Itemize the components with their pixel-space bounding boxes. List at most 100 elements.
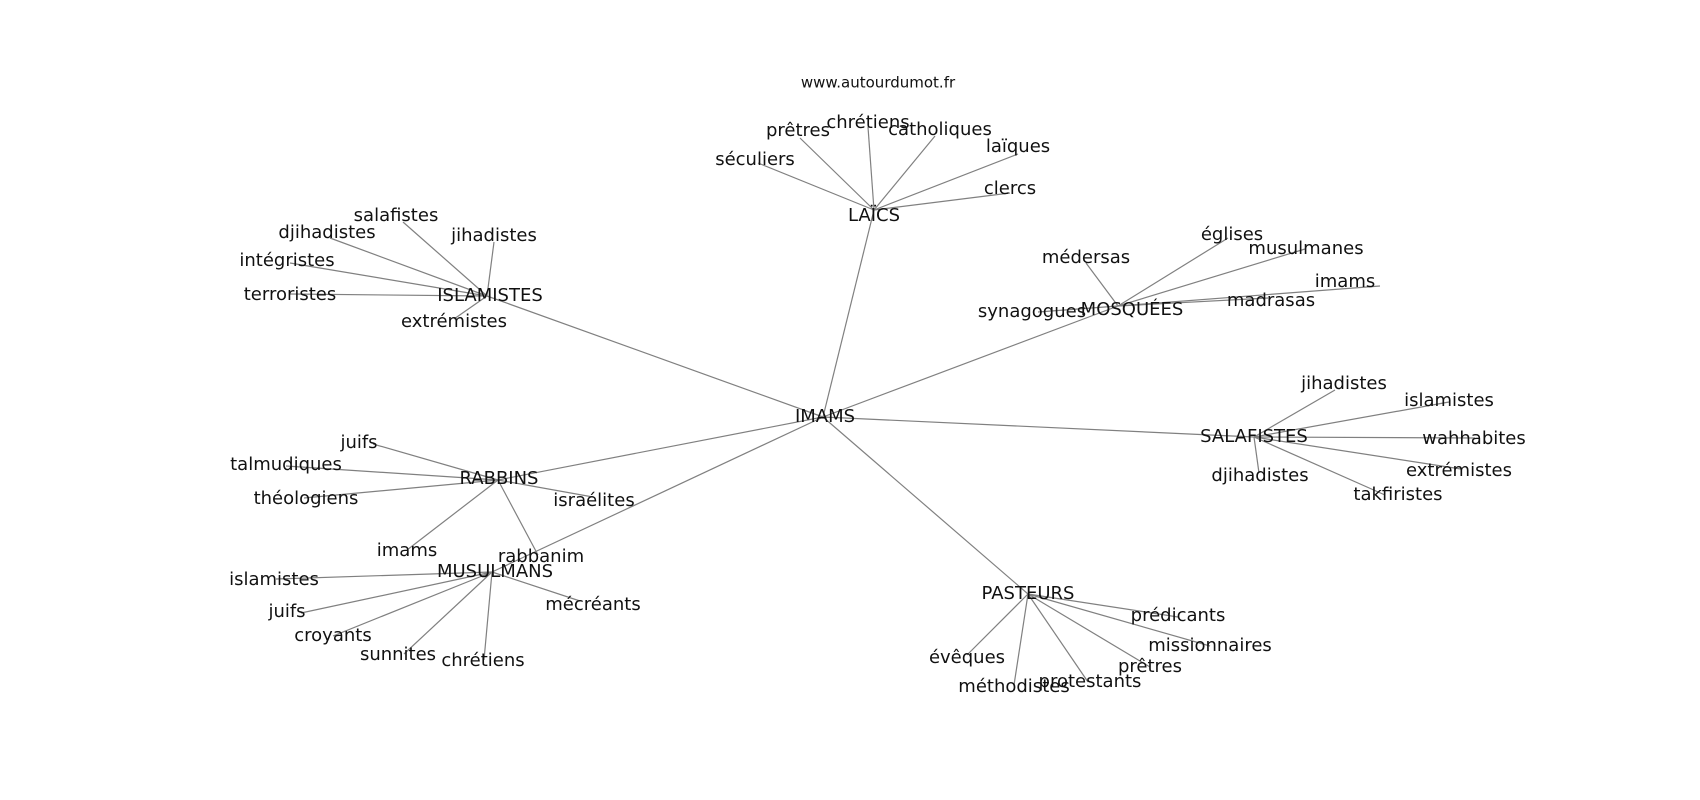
edge-musulmans-croyants [332, 571, 493, 637]
hub-node-islamistes[interactable]: ISLAMISTES [437, 285, 543, 306]
edge-mosquees-eglises [1117, 237, 1229, 307]
node-pasteurs-methodistes[interactable]: méthodistes [958, 676, 1069, 697]
edge-salafistes-jihadistes [1253, 389, 1336, 438]
hub-node-pasteurs[interactable]: PASTEURS [982, 583, 1075, 604]
edge-salafistes-islamistes [1253, 401, 1450, 438]
edge-rabbins-rabbanim [497, 479, 539, 556]
node-salafistes-wahhabites[interactable]: wahhabites [1422, 428, 1526, 449]
edge-mosquees-imams [1117, 285, 1381, 307]
edge-salafistes-takfiristes [1253, 436, 1386, 496]
node-rabbins-israelites[interactable]: israélites [553, 490, 634, 511]
node-islamistes-integristes[interactable]: intégristes [239, 250, 334, 271]
source-watermark[interactable]: www.autourdumot.fr [801, 74, 956, 92]
edge-pasteurs-methodistes [1013, 593, 1029, 686]
node-musulmans-chretiens[interactable]: chrétiens [441, 650, 524, 671]
node-laics-chretiens[interactable]: chrétiens [826, 112, 909, 133]
hub-node-salafistes[interactable]: SALAFISTES [1200, 426, 1308, 447]
node-mosquees-synagogues[interactable]: synagogues [978, 301, 1086, 322]
node-islamistes-terroristes[interactable]: terroristes [244, 284, 337, 305]
center-node-imams[interactable]: IMAMS [795, 406, 855, 427]
edge-pasteurs-missionnaires [1027, 593, 1211, 647]
hub-node-laics[interactable]: LAÏCS [848, 205, 900, 226]
hub-node-musulmans[interactable]: MUSULMANS [437, 561, 553, 582]
hub-node-mosquees[interactable]: MOSQUÉES [1081, 298, 1184, 320]
node-islamistes-extremistes[interactable]: extrémistes [401, 311, 507, 332]
node-laics-clercs[interactable]: clercs [984, 178, 1036, 199]
edge-rabbins-imams [406, 479, 499, 551]
node-rabbins-theologiens[interactable]: théologiens [254, 488, 359, 509]
graph-edges [275, 126, 1476, 686]
edge-salafistes-extremistes [1253, 436, 1462, 470]
edge-islamistes-djihadistes [329, 237, 488, 297]
node-musulmans-mecreants[interactable]: mécréants [545, 594, 640, 615]
edge-pasteurs-predicants [1027, 593, 1179, 618]
edge-laics-catholiques [873, 135, 936, 211]
node-pasteurs-eveques[interactable]: évêques [929, 647, 1005, 668]
graph-labels: séculiersprêtreschrétienscatholiqueslaïq… [229, 112, 1526, 697]
edge-imams-islamistes [486, 295, 824, 418]
edge-imams-pasteurs [822, 416, 1029, 595]
node-musulmans-juifs[interactable]: juifs [267, 601, 305, 622]
edge-salafistes-wahhabites [1253, 436, 1476, 439]
edge-musulmans-mecreants [491, 571, 581, 602]
edge-laics-seculiers [757, 162, 875, 211]
edge-musulmans-islamistes [275, 571, 493, 580]
node-musulmans-croyants[interactable]: croyants [294, 625, 371, 646]
node-laics-pretres[interactable]: prêtres [766, 120, 830, 141]
edge-mosquees-synagogues [1037, 305, 1119, 313]
node-salafistes-islamistes[interactable]: islamistes [1404, 390, 1494, 411]
node-rabbins-talmudiques[interactable]: talmudiques [230, 454, 342, 475]
node-musulmans-islamistes[interactable]: islamistes [229, 569, 319, 590]
node-mosquees-musulmanes[interactable]: musulmanes [1248, 238, 1363, 259]
edge-pasteurs-eveques [966, 593, 1029, 656]
node-islamistes-jihadistes[interactable]: jihadistes [450, 225, 537, 246]
node-rabbins-imams[interactable]: imams [377, 540, 437, 561]
node-musulmans-sunnites[interactable]: sunnites [360, 644, 436, 665]
node-mosquees-imams[interactable]: imams [1315, 271, 1375, 292]
edge-rabbins-israelites [497, 479, 594, 498]
edge-musulmans-sunnites [403, 571, 493, 655]
node-salafistes-djihadistes[interactable]: djihadistes [1211, 465, 1308, 486]
edge-laics-clercs [873, 192, 1011, 211]
node-laics-laiques[interactable]: laïques [986, 136, 1050, 157]
hub-node-rabbins[interactable]: RABBINS [460, 468, 539, 489]
node-pasteurs-missionnaires[interactable]: missionnaires [1148, 635, 1272, 656]
edge-imams-musulmans [491, 416, 824, 573]
node-pasteurs-pretres[interactable]: prêtres [1118, 656, 1182, 677]
edge-rabbins-juifs [372, 443, 499, 481]
node-islamistes-djihadistes[interactable]: djihadistes [278, 222, 375, 243]
node-mosquees-medersas[interactable]: médersas [1042, 247, 1130, 268]
edge-laics-chretiens [867, 126, 875, 211]
edge-mosquees-medersas [1085, 262, 1119, 307]
edge-laics-laiques [873, 153, 1019, 211]
edge-laics-pretres [799, 137, 875, 211]
node-pasteurs-predicants[interactable]: prédicants [1131, 605, 1226, 626]
edge-imams-laics [822, 209, 875, 418]
node-rabbins-rabbanim[interactable]: rabbanim [498, 546, 584, 567]
edge-islamistes-salafistes [402, 221, 488, 297]
edge-islamistes-terroristes [289, 293, 488, 297]
edge-islamistes-extremistes [453, 295, 488, 320]
edge-pasteurs-protestants [1027, 593, 1089, 683]
node-laics-seculiers[interactable]: séculiers [715, 149, 795, 170]
node-salafistes-jihadistes[interactable]: jihadistes [1300, 373, 1387, 394]
edge-imams-rabbins [497, 416, 824, 481]
node-laics-catholiques[interactable]: catholiques [888, 119, 992, 140]
edge-pasteurs-pretres [1027, 593, 1151, 668]
edge-islamistes-integristes [289, 262, 488, 297]
node-islamistes-salafistes[interactable]: salafistes [354, 205, 439, 226]
edge-musulmans-chretiens [483, 571, 493, 661]
node-salafistes-extremistes[interactable]: extrémistes [1406, 460, 1512, 481]
edge-rabbins-talmudiques [285, 465, 499, 481]
node-salafistes-takfiristes[interactable]: takfiristes [1353, 484, 1442, 505]
node-mosquees-eglises[interactable]: églises [1201, 224, 1263, 245]
edge-rabbins-theologiens [303, 479, 499, 499]
node-pasteurs-protestants[interactable]: protestants [1039, 671, 1142, 692]
edge-musulmans-juifs [300, 571, 493, 614]
node-mosquees-madrasas[interactable]: madrasas [1227, 290, 1315, 311]
edge-mosquees-musulmanes [1117, 248, 1306, 307]
edge-imams-mosquees [822, 305, 1119, 418]
edge-islamistes-jihadistes [486, 241, 495, 297]
node-rabbins-juifs[interactable]: juifs [339, 432, 377, 453]
